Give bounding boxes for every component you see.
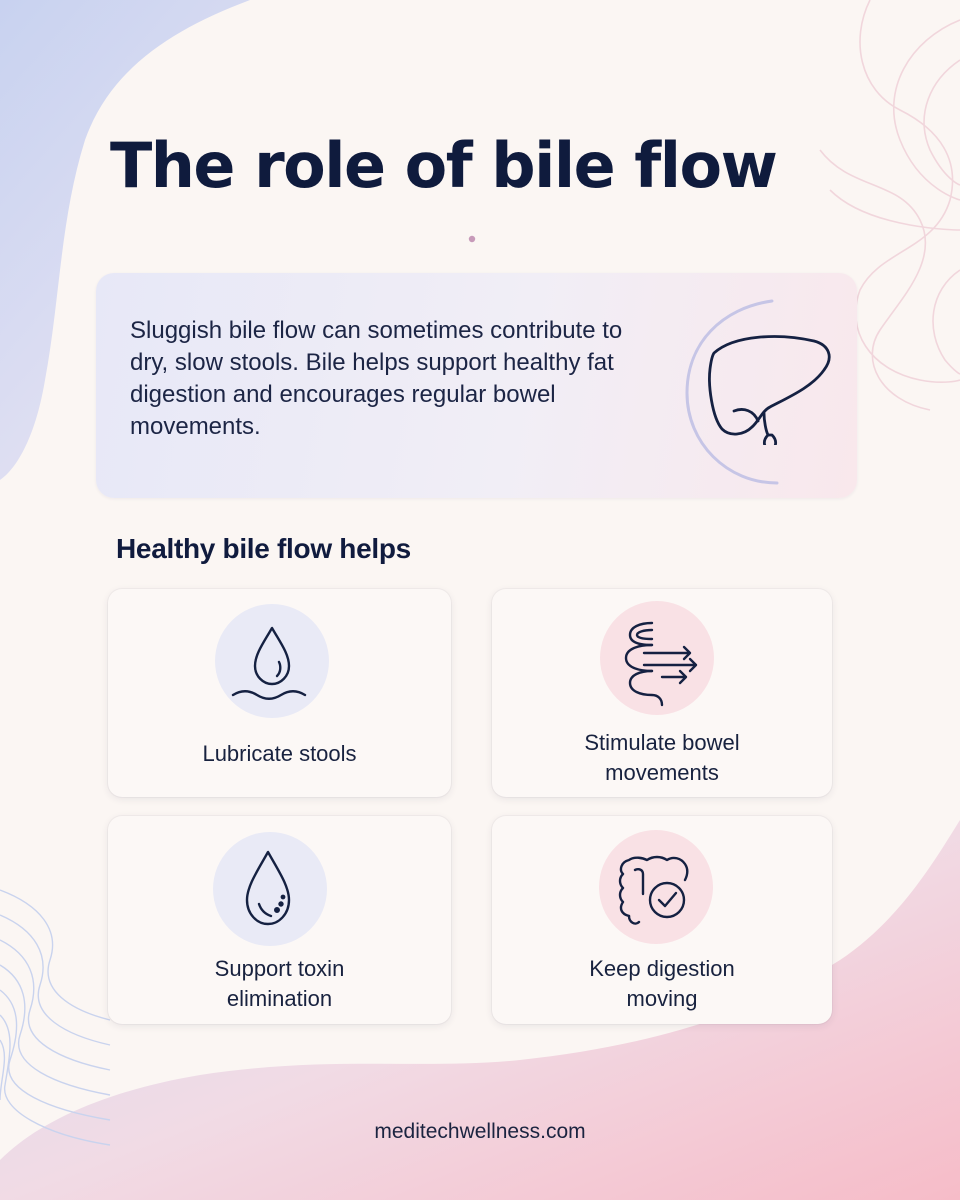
icon-circle (215, 604, 329, 718)
benefit-label: Stimulate bowel movements (584, 730, 740, 785)
footer-website: meditechwellness.com (374, 1120, 586, 1143)
benefit-label: Lubricate stools (202, 741, 357, 766)
benefit-card-toxin-elimination: Support toxin elimination (108, 816, 451, 1024)
benefit-card-stimulate-bowel: Stimulate bowel movements (492, 589, 832, 797)
bg-blob-top-left (0, 0, 250, 480)
intestine-arrows-icon (624, 621, 698, 707)
bg-blob-bottom (0, 820, 960, 1200)
water-drop-wave-icon (231, 626, 307, 700)
icon-circle (600, 601, 714, 715)
intro-card: Sluggish bile flow can sometimes contrib… (96, 273, 857, 498)
bg-contour-lines-right (819, 0, 960, 411)
icon-circle (213, 832, 327, 946)
intro-text: Sluggish bile flow can sometimes contrib… (130, 317, 623, 440)
benefit-label: Keep digestion moving (589, 956, 735, 1011)
icon-circle (599, 830, 713, 944)
colon-check-icon (618, 855, 689, 925)
liver-icon (708, 335, 831, 445)
benefit-card-keep-digestion: Keep digestion moving (492, 816, 832, 1024)
benefit-card-lubricate-stools: Lubricate stools (108, 589, 451, 797)
section-title: Healthy bile flow helps (116, 533, 411, 564)
benefit-label: Support toxin elimination (214, 956, 345, 1011)
decorative-ring (685, 299, 779, 485)
bg-wave-lines-left (0, 889, 111, 1146)
drop-dots-icon (245, 850, 291, 926)
title-divider (110, 235, 804, 243)
page-title: The role of bile flow (110, 129, 778, 202)
